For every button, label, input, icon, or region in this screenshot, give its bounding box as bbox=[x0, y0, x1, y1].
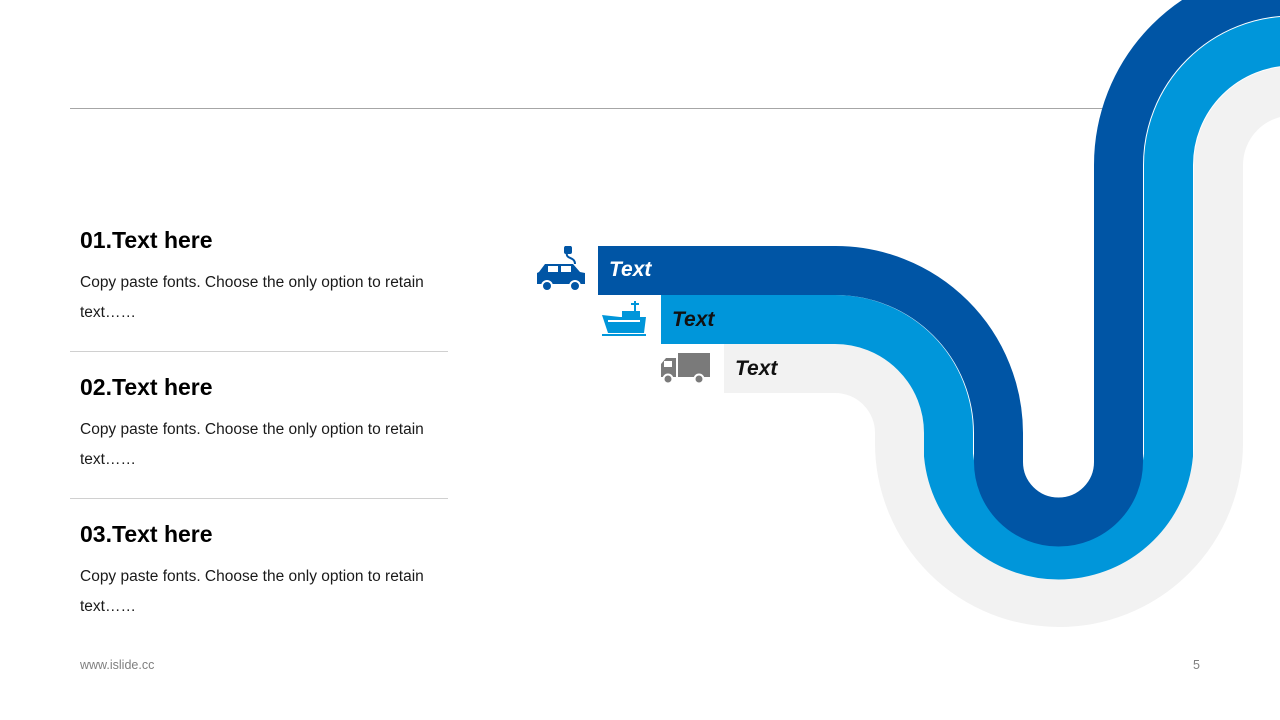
band-gray bbox=[724, 67, 1280, 627]
truck-icon bbox=[661, 353, 710, 385]
ship-icon bbox=[602, 301, 646, 336]
footer-url: www.islide.cc bbox=[80, 658, 155, 672]
item-title: 02.Text here bbox=[80, 374, 213, 400]
band-label-2: Text bbox=[672, 308, 715, 331]
item-body: Copy paste fonts. Choose the only option… bbox=[80, 274, 424, 321]
band-label-1: Text bbox=[609, 258, 652, 281]
band-label-3: Text bbox=[735, 357, 778, 380]
page-number: 5 bbox=[1193, 658, 1200, 672]
item-title: 01.Text here bbox=[80, 227, 213, 253]
header-divider bbox=[70, 108, 1150, 109]
item-body: Copy paste fonts. Choose the only option… bbox=[80, 568, 424, 615]
list-item-2: 02.Text here Copy paste fonts. Choose th… bbox=[80, 373, 450, 474]
list-divider bbox=[70, 351, 448, 352]
band-light-blue bbox=[661, 17, 1280, 580]
item-body: Copy paste fonts. Choose the only option… bbox=[80, 421, 424, 468]
list-item-1: 01.Text here Copy paste fonts. Choose th… bbox=[80, 226, 450, 327]
item-title: 03.Text here bbox=[80, 521, 213, 547]
electric-car-icon bbox=[537, 246, 585, 292]
list-item-3: 03.Text here Copy paste fonts. Choose th… bbox=[80, 520, 450, 621]
band-dark-blue bbox=[598, 0, 1280, 547]
list-divider bbox=[70, 498, 448, 499]
